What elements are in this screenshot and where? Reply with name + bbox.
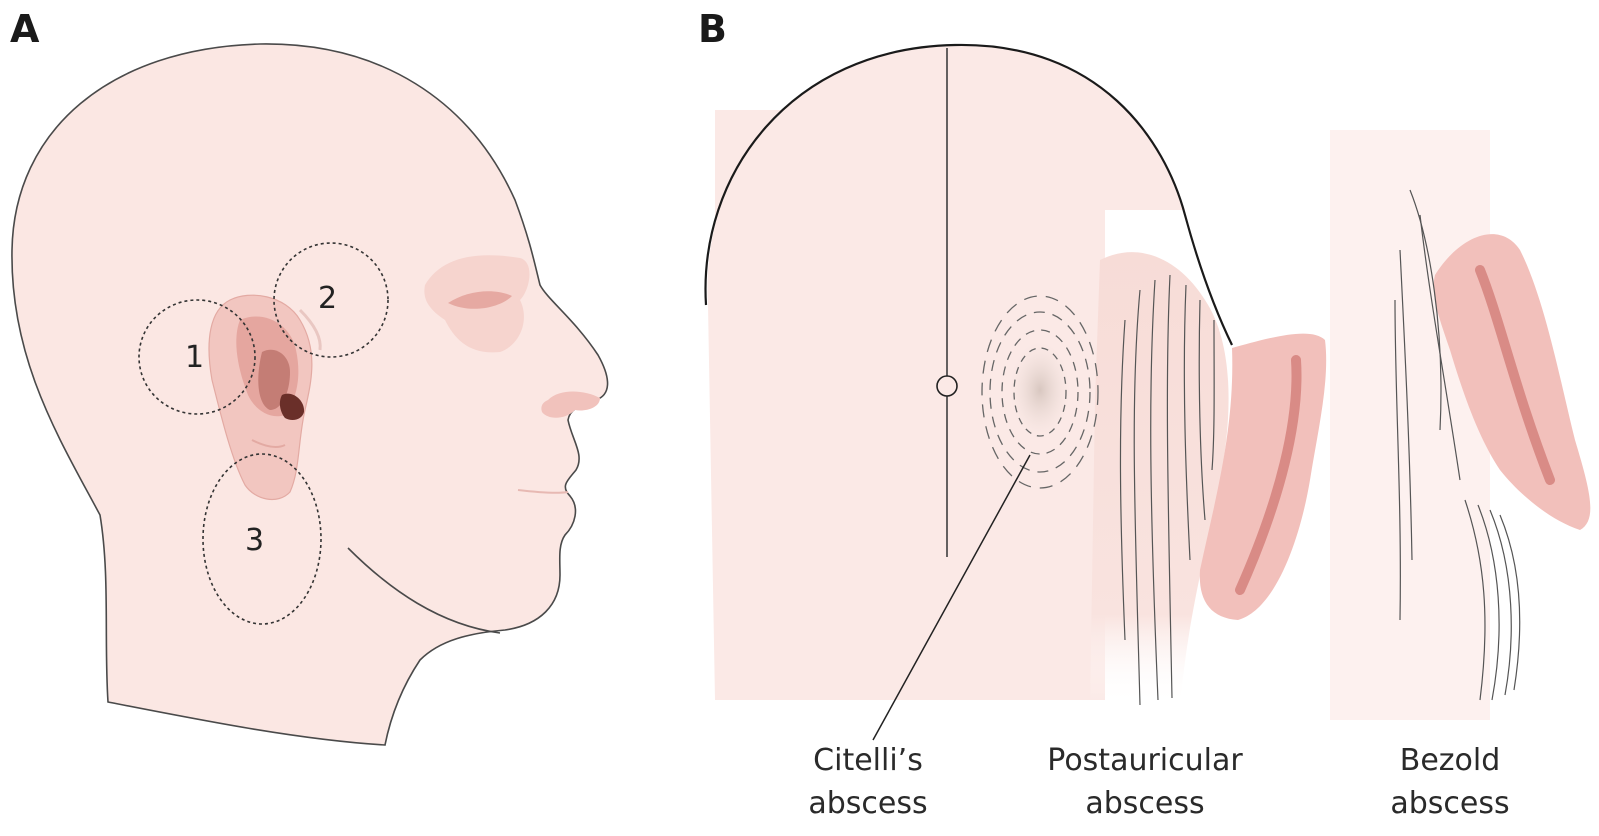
head-silhouette [12,44,608,745]
zone-2-label: 2 [318,281,337,316]
panel-b: B [698,7,1590,821]
postauricular-caption-line1: Postauricular [1047,743,1243,778]
citelli-caption-line1: Citelli’s [813,743,923,778]
zone-1-label: 1 [185,340,204,375]
panel-a: A 1 2 3 [10,7,608,745]
neck-muscle-area [1090,252,1229,705]
postauricular-caption-line2: abscess [1085,786,1204,821]
citelli-caption-line2: abscess [808,786,927,821]
bezold-caption-line2: abscess [1390,786,1509,821]
panel-a-label: A [10,7,40,51]
inion-marker [937,376,957,396]
panel-b-label: B [698,7,727,51]
bezold-caption-line1: Bezold [1400,743,1501,778]
zone-3-label: 3 [245,523,264,558]
bezold-neck-skin [1330,130,1490,720]
